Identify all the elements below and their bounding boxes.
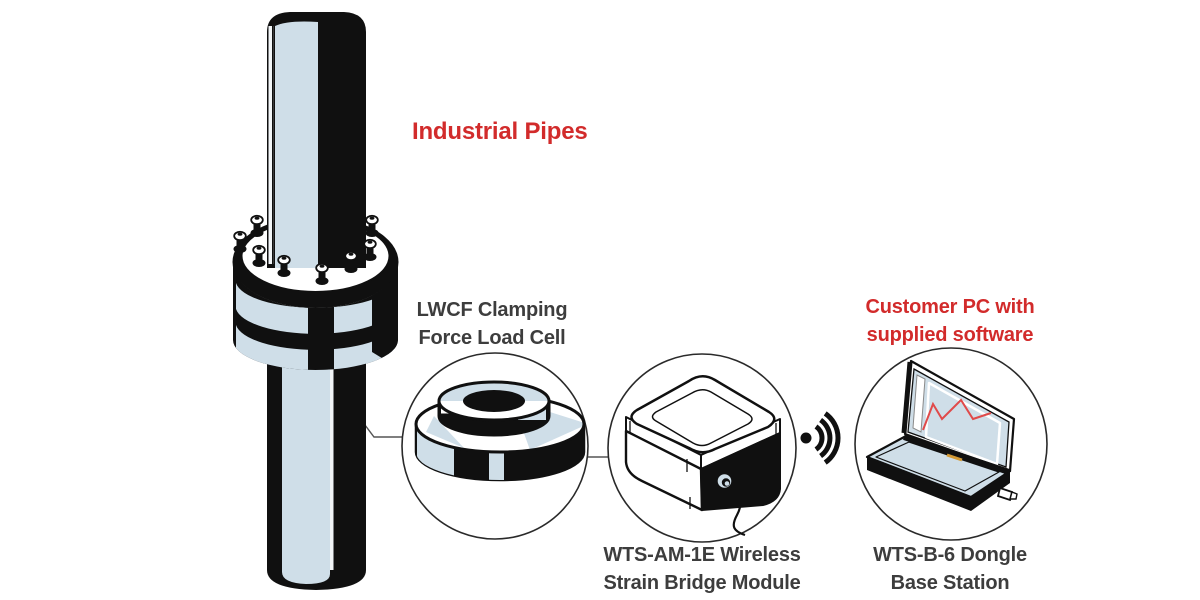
- module-label-line2: Strain Bridge Module: [603, 572, 801, 594]
- screen-line-graph: [922, 398, 992, 431]
- customer-pc-label-line1: Customer PC with: [865, 296, 1035, 318]
- industrial-pipes-label: Industrial Pipes: [412, 118, 588, 146]
- pipe-top-section: [267, 12, 366, 268]
- laptop-illustration: [865, 359, 1018, 511]
- wifi-signal-icon: [800, 411, 841, 465]
- module-label: WTS-AM-1E Wireless Strain Bridge Module: [572, 541, 832, 597]
- sensor-cable: [729, 487, 746, 537]
- customer-pc-label: Customer PC with supplied software: [820, 293, 1080, 349]
- module-connector-knob: [714, 471, 732, 489]
- load-cell-label-line1: LWCF Clamping: [416, 299, 568, 321]
- base-station-label: WTS-B-6 Dongle Base Station: [820, 541, 1080, 597]
- module-circle: [607, 353, 797, 543]
- customer-pc-label-line2: supplied software: [866, 324, 1034, 346]
- wireless-module-illustration: [624, 375, 781, 537]
- laptop-circle: [854, 347, 1048, 541]
- load-cell-label-line2: Force Load Cell: [418, 327, 566, 349]
- pipe-illustration: [232, 12, 399, 590]
- usb-dongle-icon: [996, 486, 1018, 502]
- module-label-line1: WTS-AM-1E Wireless: [603, 544, 801, 566]
- load-cell-label: LWCF Clamping Force Load Cell: [362, 296, 622, 352]
- load-cell-illustration: [414, 380, 586, 482]
- industrial-pipes-text: Industrial Pipes: [412, 118, 588, 145]
- pipe-bottom-section: [267, 350, 366, 590]
- base-station-label-line1: WTS-B-6 Dongle: [873, 544, 1027, 566]
- load-cell-circle: [401, 352, 589, 540]
- base-station-label-line2: Base Station: [890, 572, 1010, 594]
